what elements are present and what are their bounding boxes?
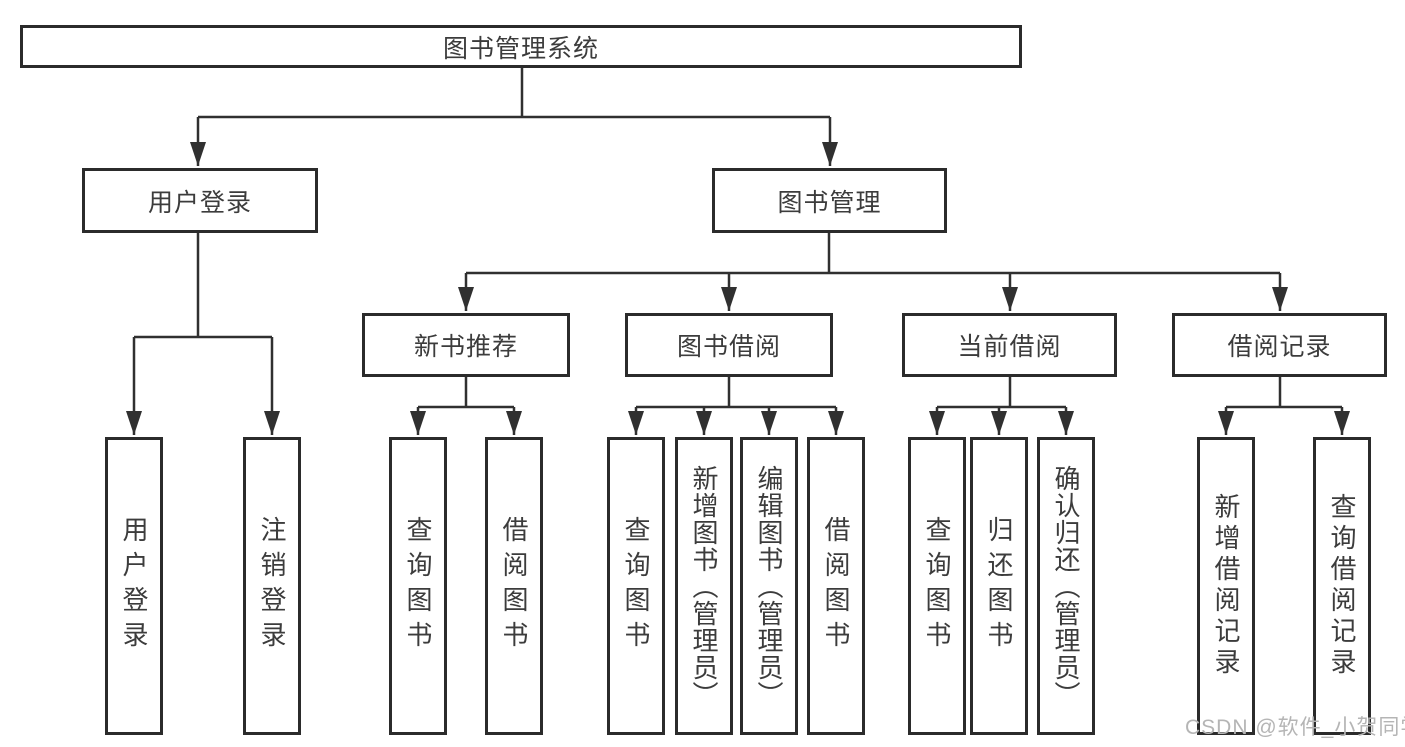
leaf-label: 新增借阅记录 <box>1211 493 1241 679</box>
leaf-borrow-books-recommend: 借阅图书 <box>485 437 543 735</box>
node-label: 图书管理系统 <box>442 34 599 63</box>
node-borrow-records: 借阅记录 <box>1172 313 1387 377</box>
leaf-logout: 注销登录 <box>243 437 301 735</box>
leaf-label: 用户登录 <box>119 516 149 656</box>
leaf-edit-books-admin: 编辑图书（管理员） <box>740 437 798 735</box>
leaf-label: 借阅图书 <box>821 516 851 656</box>
leaf-confirm-return-admin: 确认归还（管理员） <box>1037 437 1095 735</box>
node-book-management-branch: 图书管理 <box>712 168 947 233</box>
leaf-label: 查询借阅记录 <box>1327 493 1357 679</box>
leaf-add-books-admin: 新增图书（管理员） <box>675 437 733 735</box>
leaf-borrow-books: 借阅图书 <box>807 437 865 735</box>
leaf-query-books-borrow: 查询图书 <box>607 437 665 735</box>
node-root-system: 图书管理系统 <box>20 25 1022 68</box>
node-user-login-branch: 用户登录 <box>82 168 318 233</box>
node-new-book-recommend: 新书推荐 <box>362 313 570 377</box>
node-label: 借阅记录 <box>1227 333 1332 361</box>
leaf-query-borrow-record: 查询借阅记录 <box>1313 437 1371 735</box>
leaf-label: 查询图书 <box>621 516 651 656</box>
leaf-label: 查询图书 <box>922 516 952 656</box>
leaf-label: 归还图书 <box>984 516 1014 656</box>
leaf-query-books-recommend: 查询图书 <box>389 437 447 735</box>
leaf-user-login: 用户登录 <box>105 437 163 735</box>
leaf-label: 查询图书 <box>403 516 433 656</box>
leaf-label: 编辑图书（管理员） <box>754 464 784 708</box>
node-label: 图书借阅 <box>676 333 781 361</box>
node-current-borrow: 当前借阅 <box>902 313 1117 377</box>
leaf-query-books-current: 查询图书 <box>908 437 966 735</box>
leaf-add-borrow-record: 新增借阅记录 <box>1197 437 1255 735</box>
node-book-borrow: 图书借阅 <box>625 313 833 377</box>
node-label: 图书管理 <box>777 188 882 217</box>
leaf-label: 新增图书（管理员） <box>689 464 719 708</box>
leaf-label: 确认归还（管理员） <box>1051 464 1081 708</box>
leaf-label: 借阅图书 <box>499 516 529 656</box>
node-label: 新书推荐 <box>413 333 518 361</box>
leaf-return-books: 归还图书 <box>970 437 1028 735</box>
node-label: 用户登录 <box>147 188 252 217</box>
leaf-label: 注销登录 <box>257 516 287 656</box>
node-label: 当前借阅 <box>957 333 1062 361</box>
